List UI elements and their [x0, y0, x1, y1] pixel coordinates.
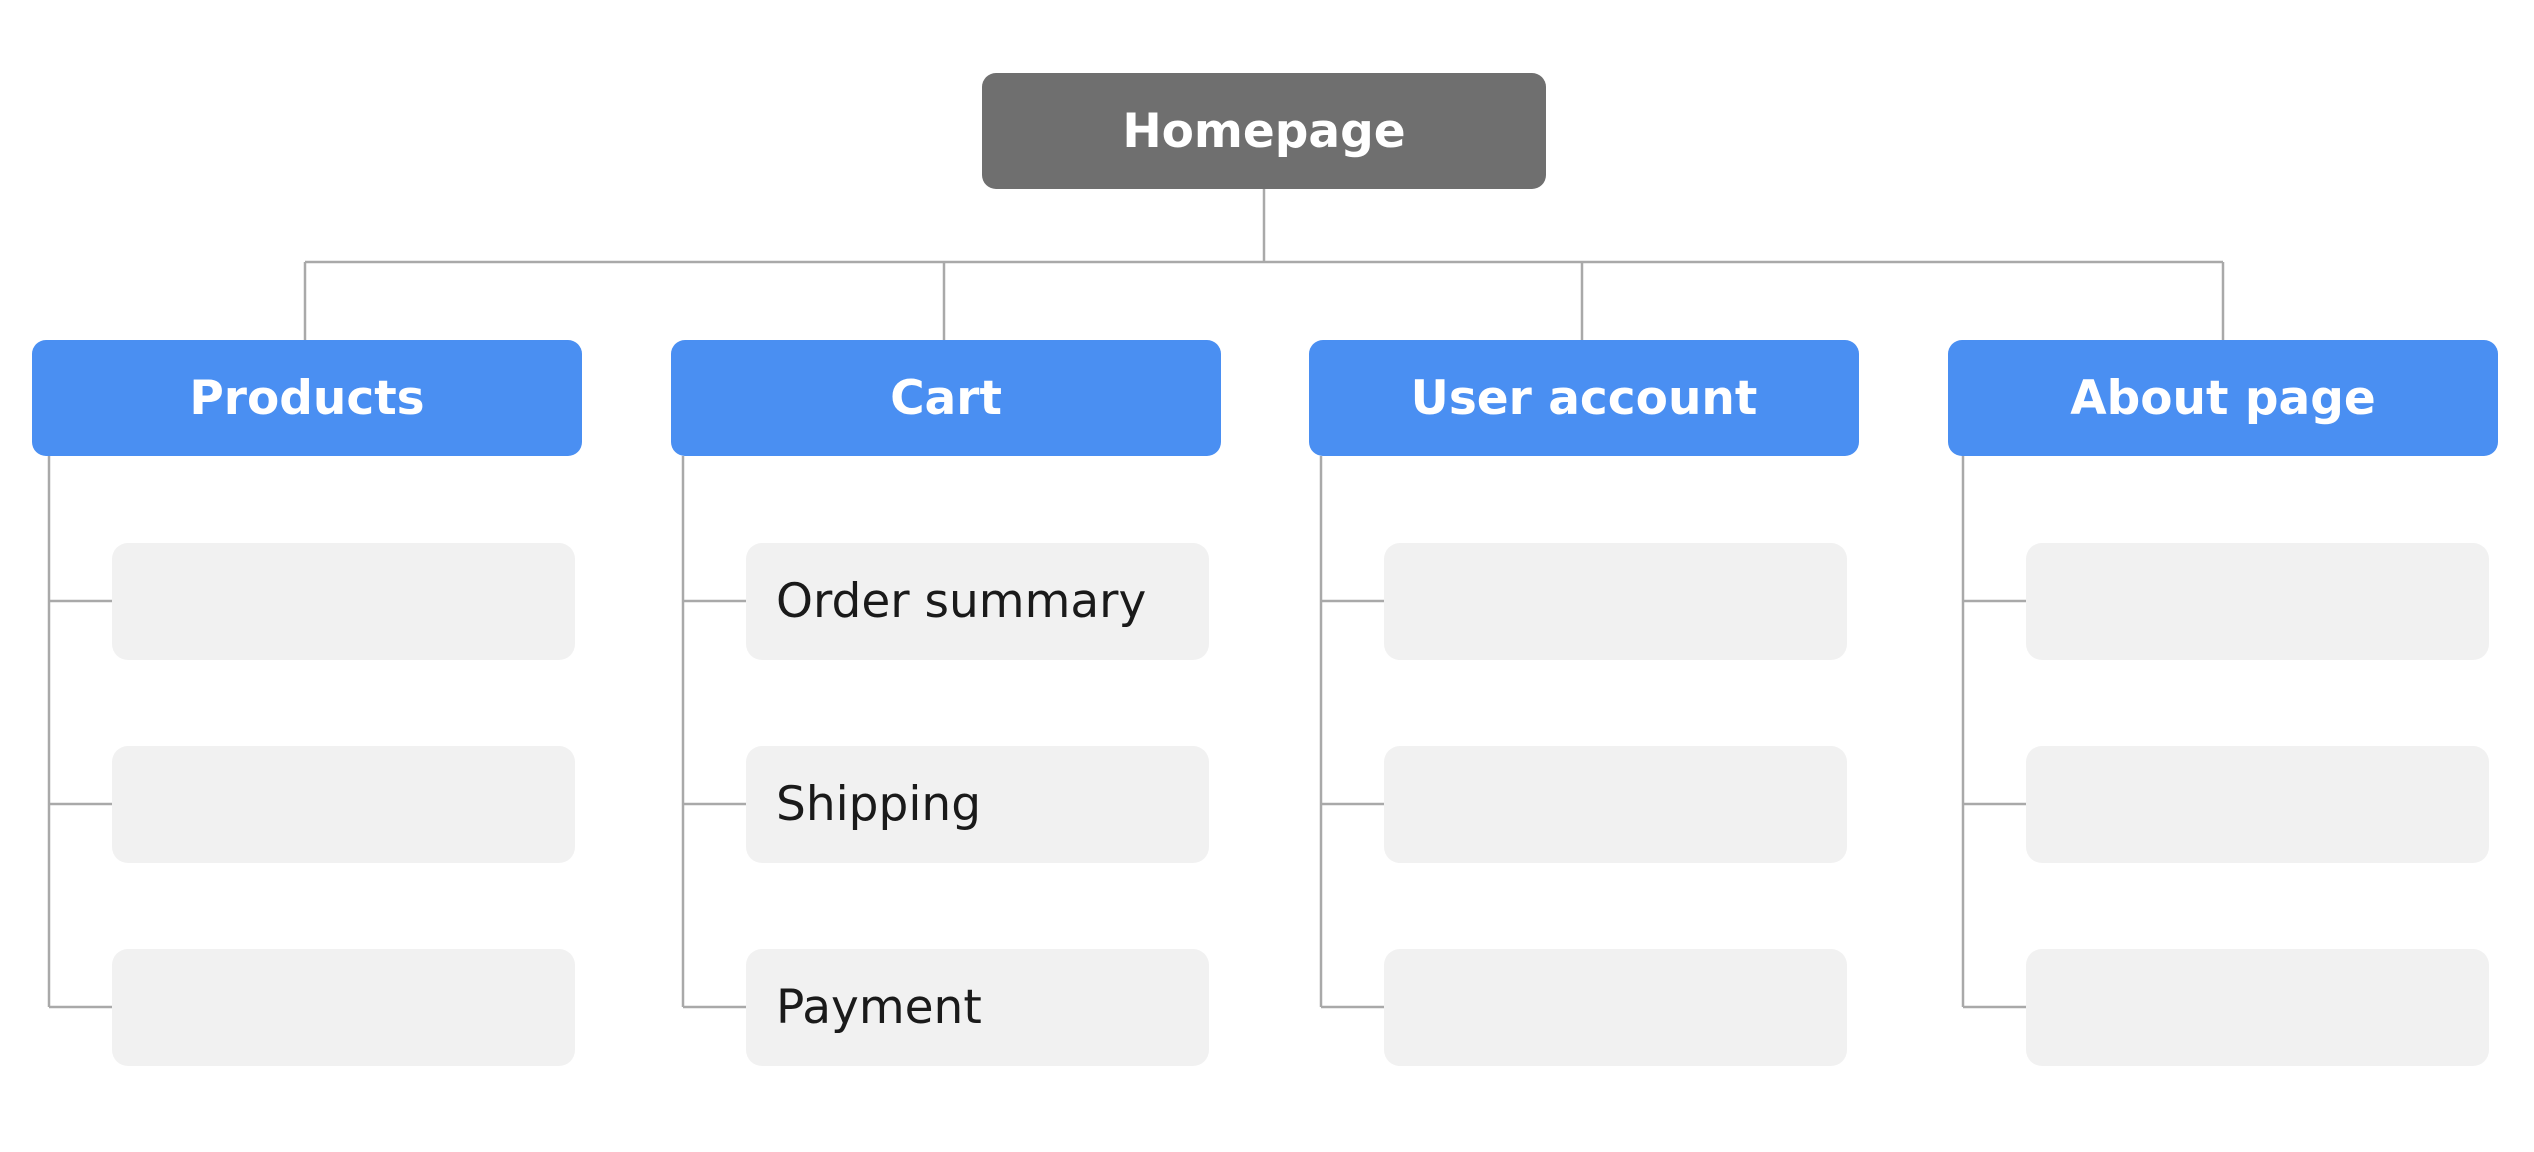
category-node-label: Products	[189, 370, 425, 426]
category-node-products: Products	[32, 340, 582, 456]
child-node-label: Shipping	[776, 777, 982, 832]
homepage-node: Homepage	[982, 73, 1546, 189]
child-node-user-account-2	[1384, 746, 1847, 863]
child-node-products-3	[112, 949, 575, 1066]
child-node-label: Order summary	[776, 574, 1147, 629]
homepage-node-label: Homepage	[1122, 103, 1406, 159]
child-node-order-summary: Order summary	[746, 543, 1209, 660]
category-node-label: Cart	[890, 370, 1002, 426]
category-node-label: About page	[2070, 370, 2376, 426]
child-node-user-account-1	[1384, 543, 1847, 660]
child-node-products-1	[112, 543, 575, 660]
child-node-about-page-1	[2026, 543, 2489, 660]
child-node-about-page-3	[2026, 949, 2489, 1066]
category-node-user-account: User account	[1309, 340, 1859, 456]
category-node-cart: Cart	[671, 340, 1221, 456]
child-node-shipping: Shipping	[746, 746, 1209, 863]
category-node-about-page: About page	[1948, 340, 2498, 456]
child-node-about-page-2	[2026, 746, 2489, 863]
child-node-user-account-3	[1384, 949, 1847, 1066]
child-node-label: Payment	[776, 980, 982, 1035]
child-node-payment: Payment	[746, 949, 1209, 1066]
child-node-products-2	[112, 746, 575, 863]
category-node-label: User account	[1410, 370, 1758, 426]
